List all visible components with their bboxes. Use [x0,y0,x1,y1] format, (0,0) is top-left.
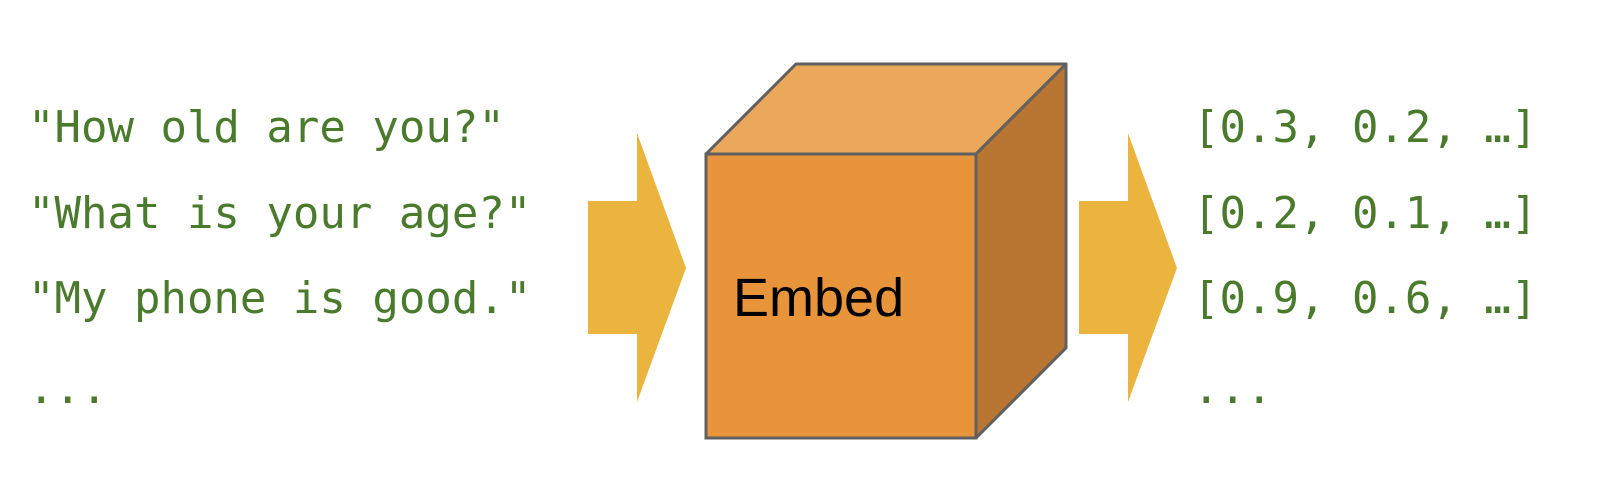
embed-label: Embed [733,268,904,328]
cube-front-face [704,152,978,440]
output-arrow-icon [1079,133,1177,402]
output-vector-1: [0.3, 0.2, …] [1193,102,1537,153]
input-sentence-3: "My phone is good." [28,273,531,324]
output-vectors: [0.3, 0.2, …] [0.2, 0.1, …] [0.9, 0.6, …… [1193,102,1537,414]
output-ellipsis: ... [1193,363,1272,414]
input-sentence-2: "What is your age?" [28,188,531,239]
embed-cube: Embed [704,62,1068,440]
output-vector-2: [0.2, 0.1, …] [1193,188,1537,239]
input-sentence-1: "How old are you?" [28,102,505,153]
input-arrow-icon [588,133,686,402]
output-vector-3: [0.9, 0.6, …] [1193,273,1537,324]
input-sentences: "How old are you?" "What is your age?" "… [28,102,531,414]
input-ellipsis: ... [28,363,107,414]
